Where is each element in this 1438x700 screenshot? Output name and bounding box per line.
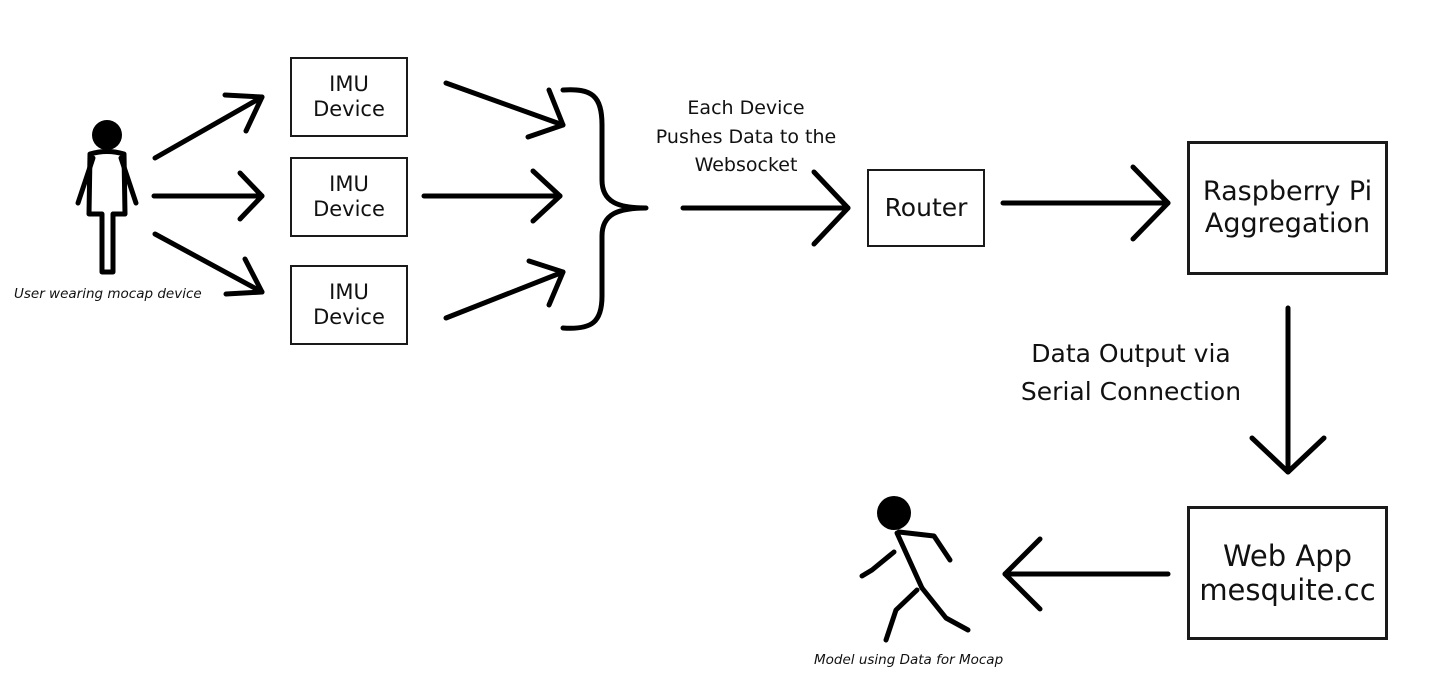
user-to-imu-bottom-arrow <box>152 231 265 297</box>
brace-to-router-arrow <box>680 169 851 247</box>
user-caption: User wearing mocap device <box>14 286 202 302</box>
serial-output-label-line2: Serial Connection <box>1020 376 1242 406</box>
imu-middle-to-brace-arrow <box>421 168 563 224</box>
user-to-imu-top-arrow <box>152 92 265 161</box>
web-app-box: Web App mesquite.cc <box>1187 506 1388 640</box>
model-caption: Model using Data for Mocap <box>814 652 1004 668</box>
imu-device-label-line1: IMU <box>329 280 369 305</box>
imu-bottom-to-brace-arrow <box>443 258 566 321</box>
websocket-push-label-line3: Websocket <box>694 154 798 176</box>
user-to-imu-middle-arrow <box>151 170 265 222</box>
pi-to-webapp-arrow <box>1249 305 1327 475</box>
raspberry-pi-label-line1: Raspberry Pi <box>1202 176 1373 208</box>
imu-device-label-line2: Device <box>313 197 385 221</box>
imu-device-box-2: IMU Device <box>290 157 408 237</box>
imu-device-label-line2: Device <box>313 305 385 329</box>
imu-device-label-line1: IMU <box>329 172 369 197</box>
websocket-push-label-line1: Each Device <box>687 97 805 119</box>
router-label: Router <box>884 193 968 223</box>
web-app-label-line1: Web App <box>1222 538 1353 573</box>
imu-device-box-1: IMU Device <box>290 57 408 137</box>
imu-device-label-line1: IMU <box>329 72 369 97</box>
webapp-to-model-arrow <box>1002 536 1171 612</box>
serial-output-label-line1: Data Output via <box>1031 339 1231 368</box>
raspberry-pi-label-line2: Aggregation <box>1204 208 1371 239</box>
standing-person-icon <box>75 120 139 275</box>
router-box: Router <box>867 169 985 247</box>
raspberry-pi-box: Raspberry Pi Aggregation <box>1187 141 1388 275</box>
imu-top-to-brace-arrow <box>443 80 566 140</box>
imu-device-label-line2: Device <box>313 97 385 121</box>
web-app-label-line2: mesquite.cc <box>1199 573 1376 607</box>
grouping-brace <box>560 87 649 331</box>
websocket-push-label: Each Device Pushes Data to the Websocket <box>640 94 852 180</box>
router-to-pi-arrow <box>1000 164 1171 242</box>
websocket-push-label-line2: Pushes Data to the <box>655 125 837 148</box>
running-person-icon <box>859 496 971 643</box>
imu-device-box-3: IMU Device <box>290 265 408 345</box>
serial-output-label: Data Output via Serial Connection <box>996 335 1266 410</box>
